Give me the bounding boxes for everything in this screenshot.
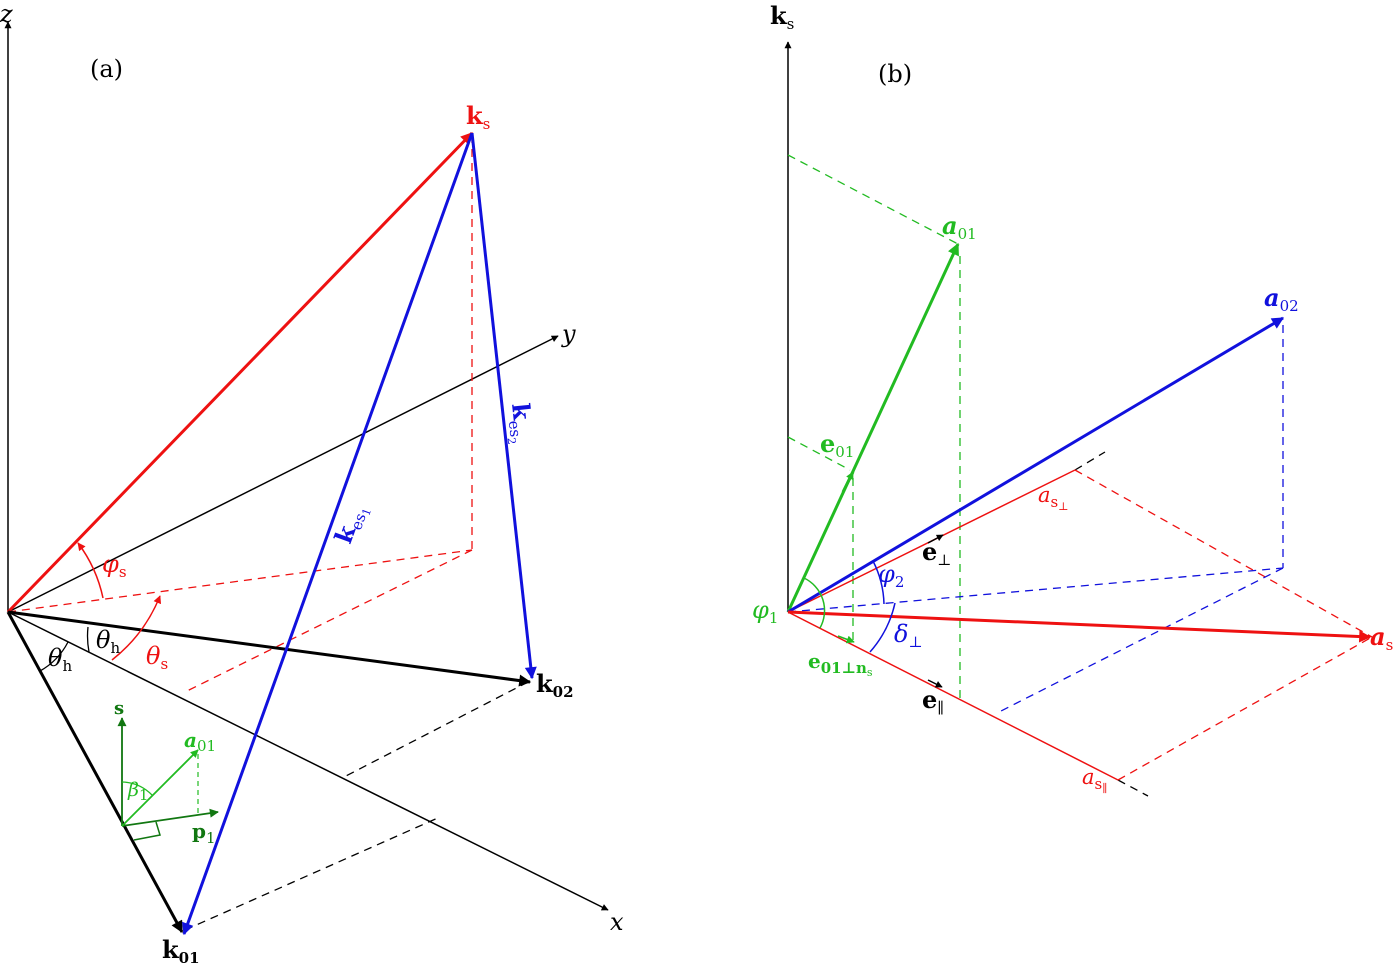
a01-inset-label: a01 [184,728,216,755]
e01-top-dashed [787,436,851,471]
a02-vector [787,316,1285,614]
panel-a: (a) z y x ks k01 k02 kes1 kes2 φs θs θh … [0,0,624,965]
ks-label: ks [466,101,490,133]
as-perp-dashed [1074,469,1373,638]
x-axis [7,611,609,911]
e01-label: e01 [820,429,854,461]
a01-top-dashed [787,154,959,245]
eperp-label: e⊥ [922,537,951,569]
epar-axis-extension [1117,779,1149,797]
as-label: as [1370,622,1393,654]
e01perp-marker [837,635,855,644]
ks-vector [6,131,474,614]
a01-vector [786,242,960,613]
y-axis-label: y [561,320,576,348]
theta-h-lower-arc [39,641,69,672]
as-vector [787,610,1372,643]
k02-label: k02 [536,669,574,701]
kes2-label: kes2 [501,402,539,446]
panel-b: (b) ks a01 a02 as e01 e01⊥ns e⊥ e∥ as⊥ a… [752,1,1393,797]
a02-label: a02 [1264,283,1299,315]
ks-axis-label: ks [770,1,794,33]
a01-inset-vector [121,749,199,827]
delta-perp-label: δ⊥ [894,620,923,651]
y-axis [7,335,559,613]
k01-label: k01 [162,935,200,965]
phi2-label: φ2 [878,560,904,591]
z-axis-label: z [0,0,13,28]
as-par-label: as∥ [1082,765,1107,795]
panel-b-tag: (b) [878,60,912,88]
e01perp-label: e01⊥ns [808,649,873,679]
theta-h-upper-label: θh [96,626,120,657]
k01-dashed-line [184,816,441,931]
delta-perp-arc [869,602,896,653]
k02-dashed-line [341,681,529,779]
phi-s-label: φs [102,550,127,581]
x-axis-label: x [610,908,624,936]
inset-polarization [117,717,219,841]
s-label: s [114,698,124,719]
ks-projection-line [7,549,473,613]
p1-vector [121,808,219,827]
theta-h-lower-label: θh [48,644,72,675]
eperp-marker [927,534,944,544]
p1-label: p1 [192,819,216,847]
ks-projection-x-line [184,549,473,693]
a02-projection-par-dashed [996,567,1284,714]
beta1-arc [121,781,153,796]
beta1-label: β1 [127,779,149,804]
eperp-axis-extension [1074,451,1106,471]
phi1-arc [803,577,826,629]
panel-a-tag: (a) [90,55,123,83]
k01-vector [6,611,184,934]
theta-s-label: θs [146,642,168,673]
as-par-dashed [1117,636,1373,781]
phi1-label: φ1 [752,596,778,627]
a01-label: a01 [942,211,977,243]
kes1-vector [182,132,474,936]
phi-s-arc [77,542,104,599]
as-par-axis [787,611,1119,781]
theta-s-arc [111,595,162,661]
theta-h-upper-arc [86,626,90,653]
kes1-label: kes1 [328,499,374,548]
epar-label: e∥ [922,685,944,717]
epar-marker [927,679,943,688]
as-perp-label: as⊥ [1038,483,1069,513]
kes2-vector [470,132,537,680]
k02-vector [7,610,532,687]
e01-marker [841,471,855,493]
right-angle-mark [133,821,161,841]
phi2-arc [872,560,885,605]
